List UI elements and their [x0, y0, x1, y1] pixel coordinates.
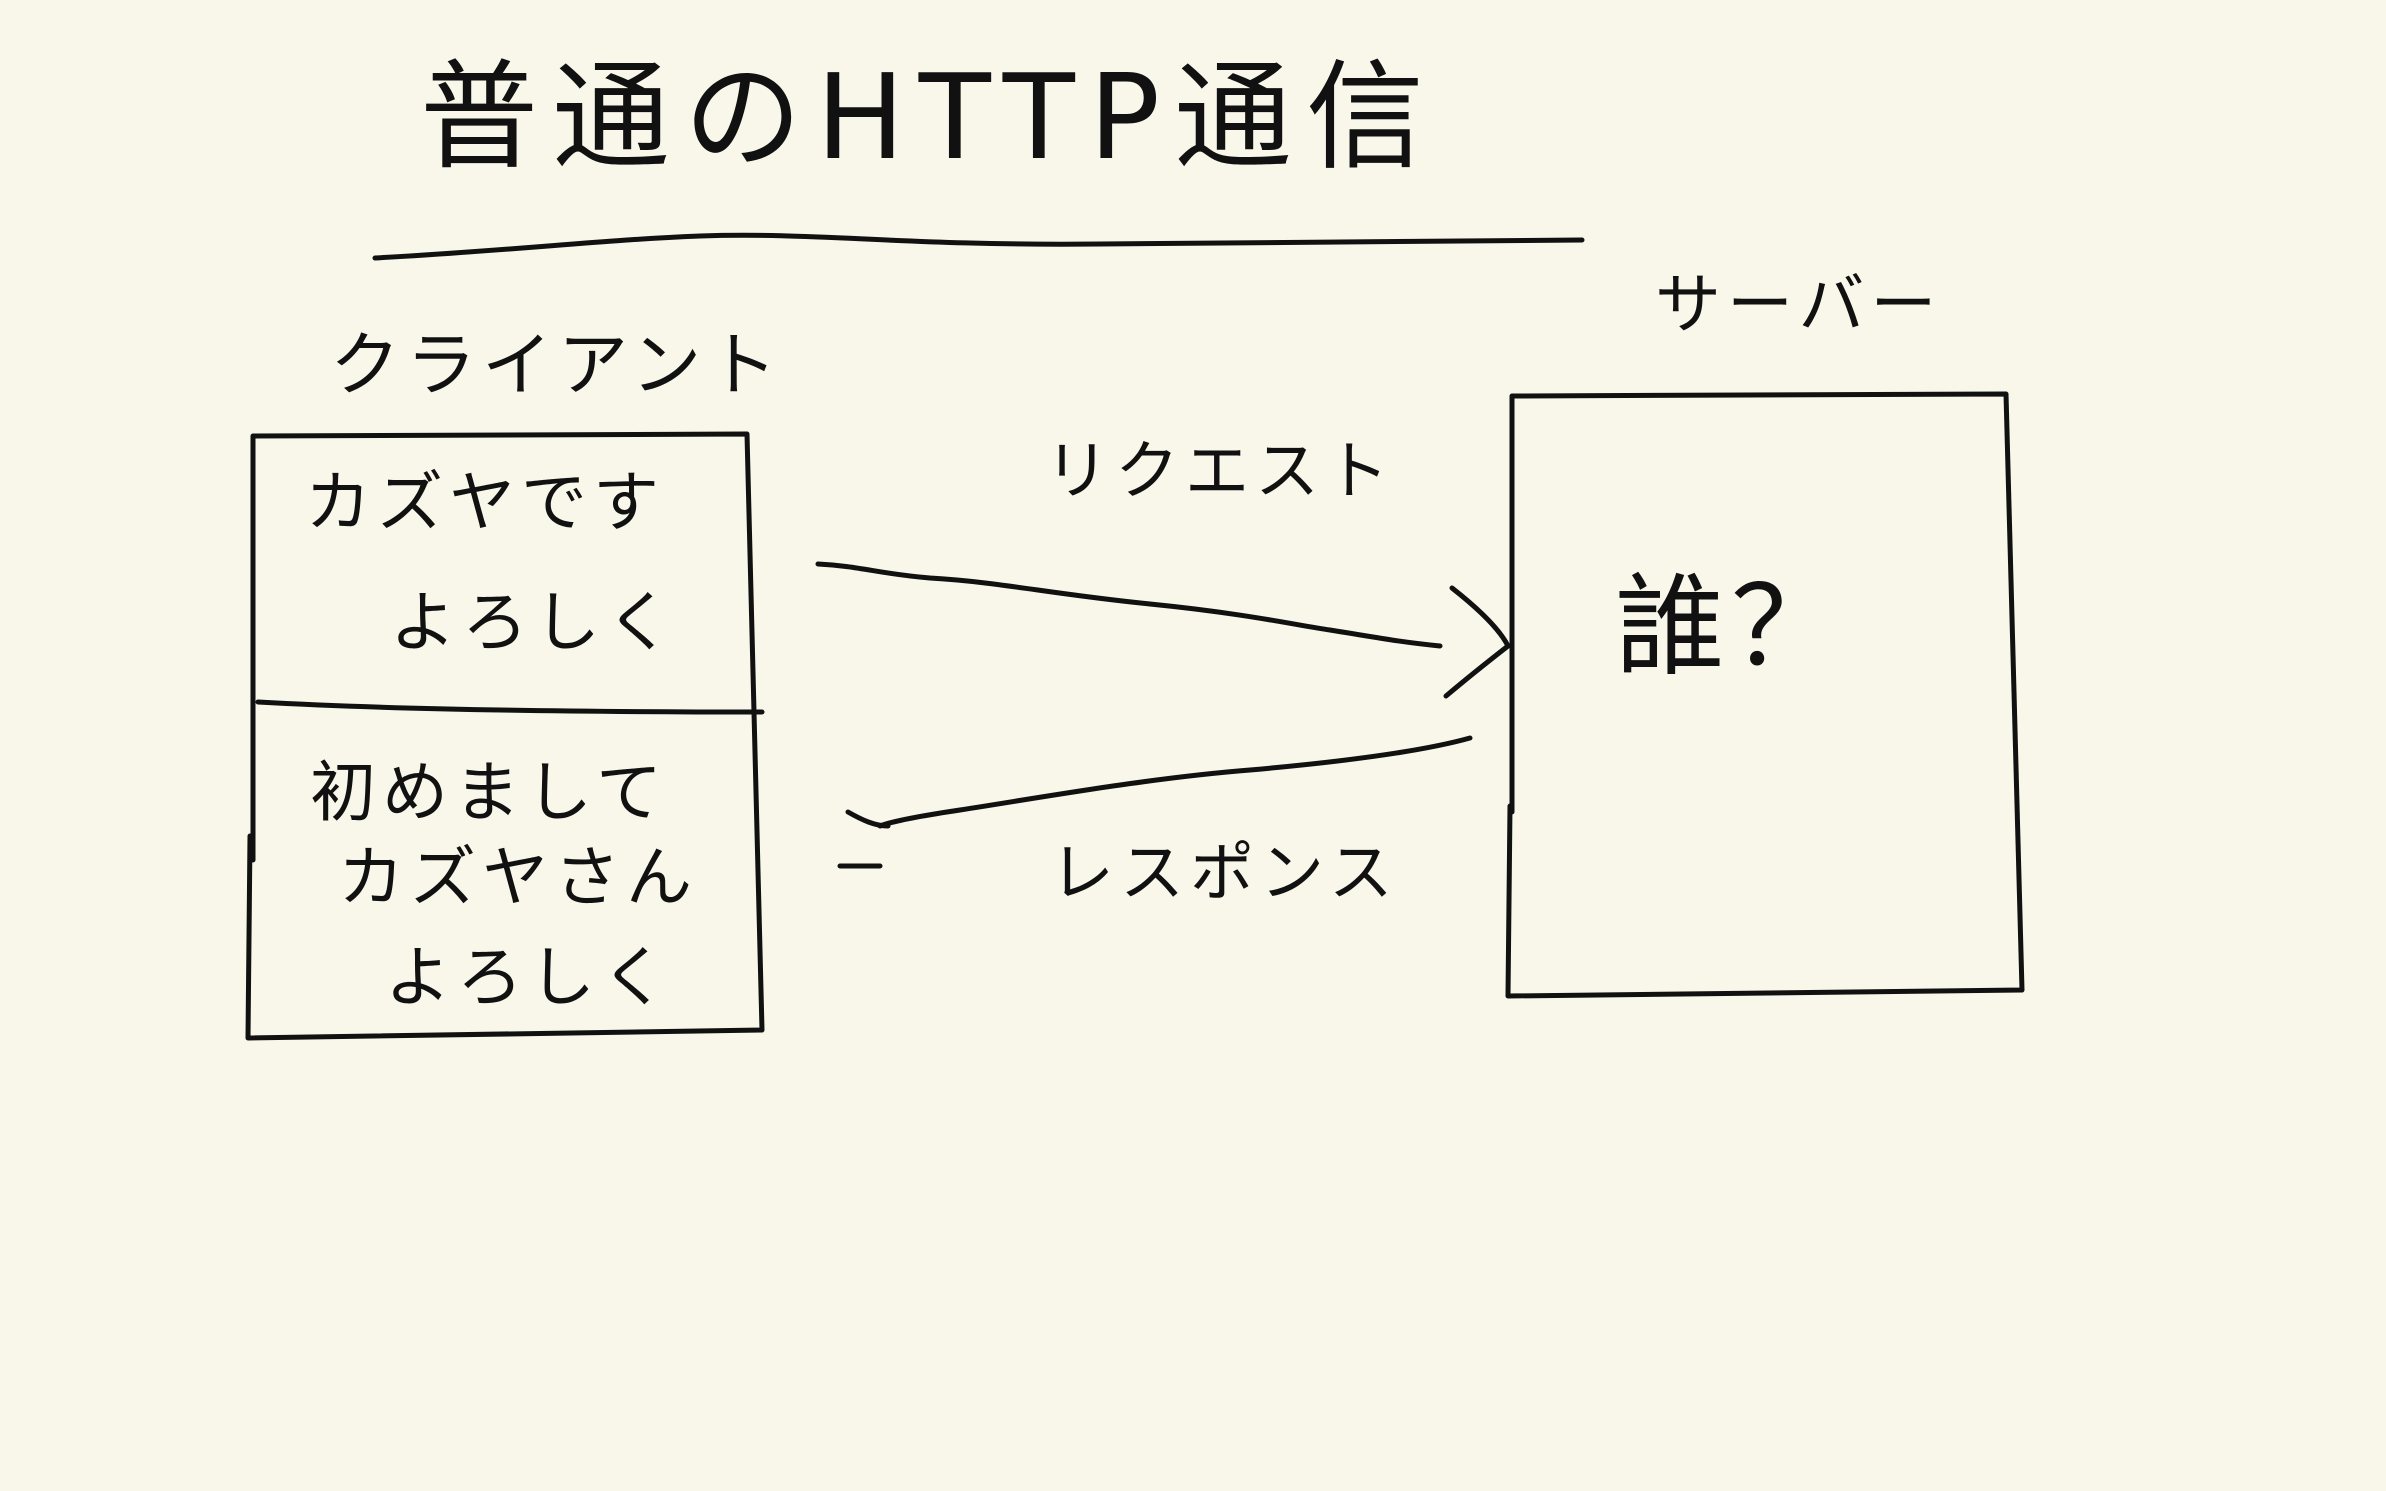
client-response-line-1: 初めまして [310, 754, 669, 831]
response-arrow-line [877, 735, 1473, 829]
server-text: 誰？ [1615, 563, 1847, 691]
page-title: 普通のHTTP通信 [420, 48, 1438, 186]
client-response-line-3: よろしく [385, 939, 673, 1016]
client-request-line-1: カズヤです [305, 464, 665, 541]
request-arrowhead [1443, 585, 1511, 699]
server-label: サーバー [1655, 266, 1943, 343]
client-box [245, 431, 765, 1041]
response-label: レスポンス [1050, 837, 1399, 911]
client-divider [255, 699, 765, 715]
client-label: クライアント [330, 324, 784, 406]
request-arrow-line [815, 561, 1443, 649]
client-response-line-2: カズヤさん [338, 839, 698, 916]
server-box [1505, 391, 2025, 999]
client-request-line-2: よろしく [390, 584, 678, 661]
response-arrowhead [837, 809, 891, 869]
request-label: リクエスト [1045, 435, 1395, 509]
title-underline [372, 232, 1585, 261]
